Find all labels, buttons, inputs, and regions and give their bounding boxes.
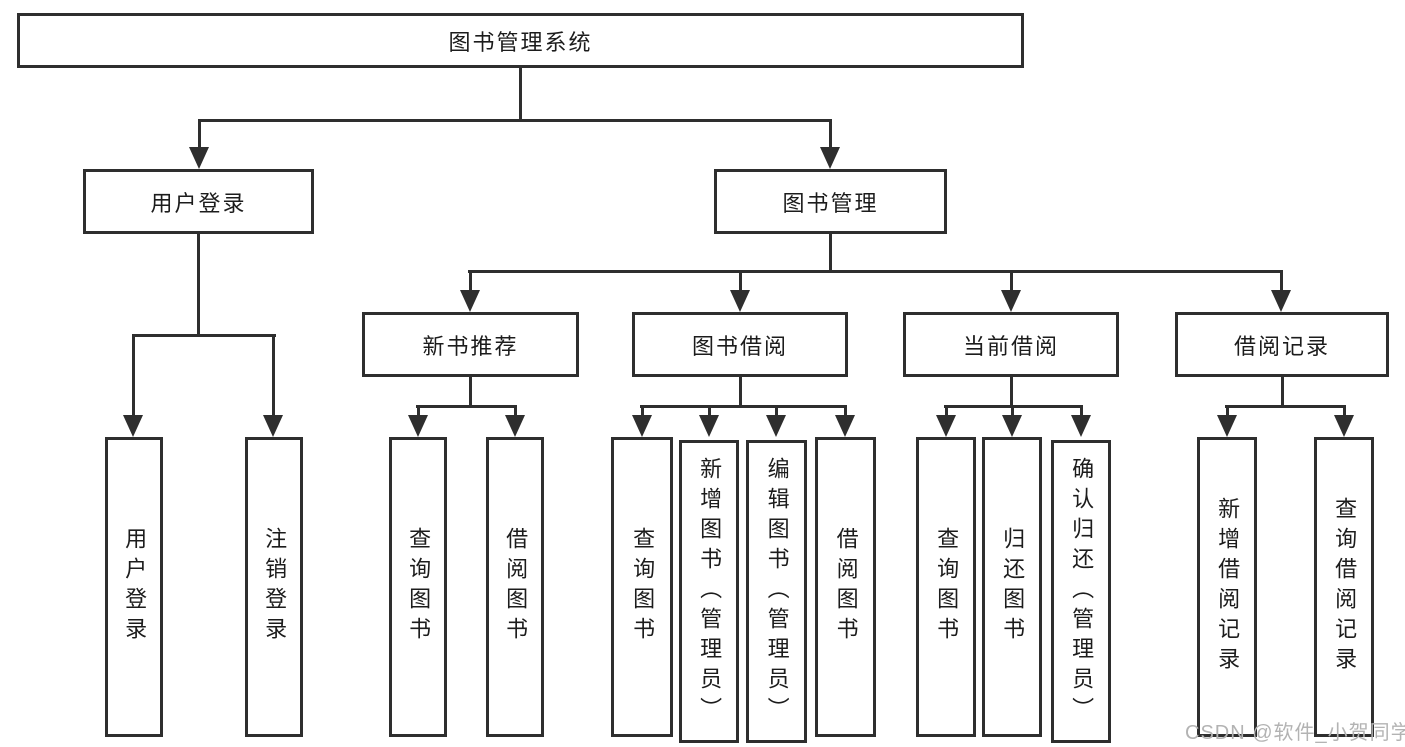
node-new-book-recommendation: 新书推荐 — [362, 312, 579, 377]
arrow-down-icon — [632, 415, 652, 437]
connector-line — [739, 377, 742, 407]
node-query-books-recommend: 查询图书 — [389, 437, 447, 737]
connector-line — [1225, 405, 1346, 408]
node-library-management-system: 图书管理系统 — [17, 13, 1024, 68]
node-query-borrow-record: 查询借阅记录 — [1314, 437, 1374, 737]
connector-line — [272, 334, 275, 418]
connector-line — [132, 334, 276, 337]
node-book-borrowing: 图书借阅 — [632, 312, 848, 377]
connector-line — [1011, 405, 1014, 419]
connector-line — [829, 234, 832, 272]
connector-line — [198, 119, 832, 122]
node-add-borrow-record: 新增借阅记录 — [1197, 437, 1257, 737]
connector-line — [1010, 270, 1013, 295]
arrow-down-icon — [408, 415, 428, 437]
arrow-down-icon — [1334, 415, 1354, 437]
connector-line — [469, 270, 472, 295]
node-borrowing-records: 借阅记录 — [1175, 312, 1389, 377]
node-book-management: 图书管理 — [714, 169, 947, 234]
connector-line — [844, 405, 847, 419]
arrow-down-icon — [730, 290, 750, 312]
node-query-books-current: 查询图书 — [916, 437, 976, 737]
connector-line — [1281, 377, 1284, 407]
arrow-down-icon — [1217, 415, 1237, 437]
connector-line — [739, 270, 742, 295]
watermark: CSDN @软件_小贺同学 — [1185, 722, 1405, 744]
arrow-down-icon — [460, 290, 480, 312]
arrow-down-icon — [936, 415, 956, 437]
connector-line — [1280, 270, 1283, 295]
arrow-down-icon — [820, 147, 840, 169]
connector-line — [1226, 405, 1229, 419]
arrow-down-icon — [505, 415, 525, 437]
arrow-down-icon — [263, 415, 283, 437]
node-borrow-books-recommend: 借阅图书 — [486, 437, 544, 737]
arrow-down-icon — [766, 415, 786, 437]
connector-line — [132, 334, 135, 418]
connector-line — [1010, 377, 1013, 407]
connector-line — [514, 405, 517, 419]
connector-line — [469, 377, 472, 407]
arrow-down-icon — [1071, 415, 1091, 437]
connector-line — [1343, 405, 1346, 419]
arrow-down-icon — [835, 415, 855, 437]
connector-line — [708, 405, 711, 419]
arrow-down-icon — [1001, 290, 1021, 312]
arrow-down-icon — [699, 415, 719, 437]
arrow-down-icon — [189, 147, 209, 169]
node-user-login-action: 用户登录 — [105, 437, 163, 737]
node-logout-action: 注销登录 — [245, 437, 303, 737]
connector-line — [468, 270, 1283, 273]
node-borrow-books-borrowing: 借阅图书 — [815, 437, 876, 737]
node-add-books-admin: 新增图书（管理员） — [679, 440, 739, 743]
arrow-down-icon — [1271, 290, 1291, 312]
connector-line — [417, 405, 420, 419]
connector-line — [416, 405, 517, 408]
arrow-down-icon — [123, 415, 143, 437]
connector-line — [519, 68, 522, 121]
node-current-borrowing: 当前借阅 — [903, 312, 1119, 377]
connector-line — [197, 234, 200, 336]
connector-line — [1080, 405, 1083, 419]
node-query-books-borrowing: 查询图书 — [611, 437, 673, 737]
connector-line — [945, 405, 948, 419]
node-return-books: 归还图书 — [982, 437, 1042, 737]
connector-line — [775, 405, 778, 419]
connector-line — [641, 405, 644, 419]
connector-line — [640, 405, 847, 408]
node-edit-books-admin: 编辑图书（管理员） — [746, 440, 807, 743]
arrow-down-icon — [1002, 415, 1022, 437]
node-confirm-return-admin: 确认归还（管理员） — [1051, 440, 1111, 743]
connector-line — [198, 119, 201, 151]
connector-line — [829, 119, 832, 151]
node-user-login: 用户登录 — [83, 169, 314, 234]
